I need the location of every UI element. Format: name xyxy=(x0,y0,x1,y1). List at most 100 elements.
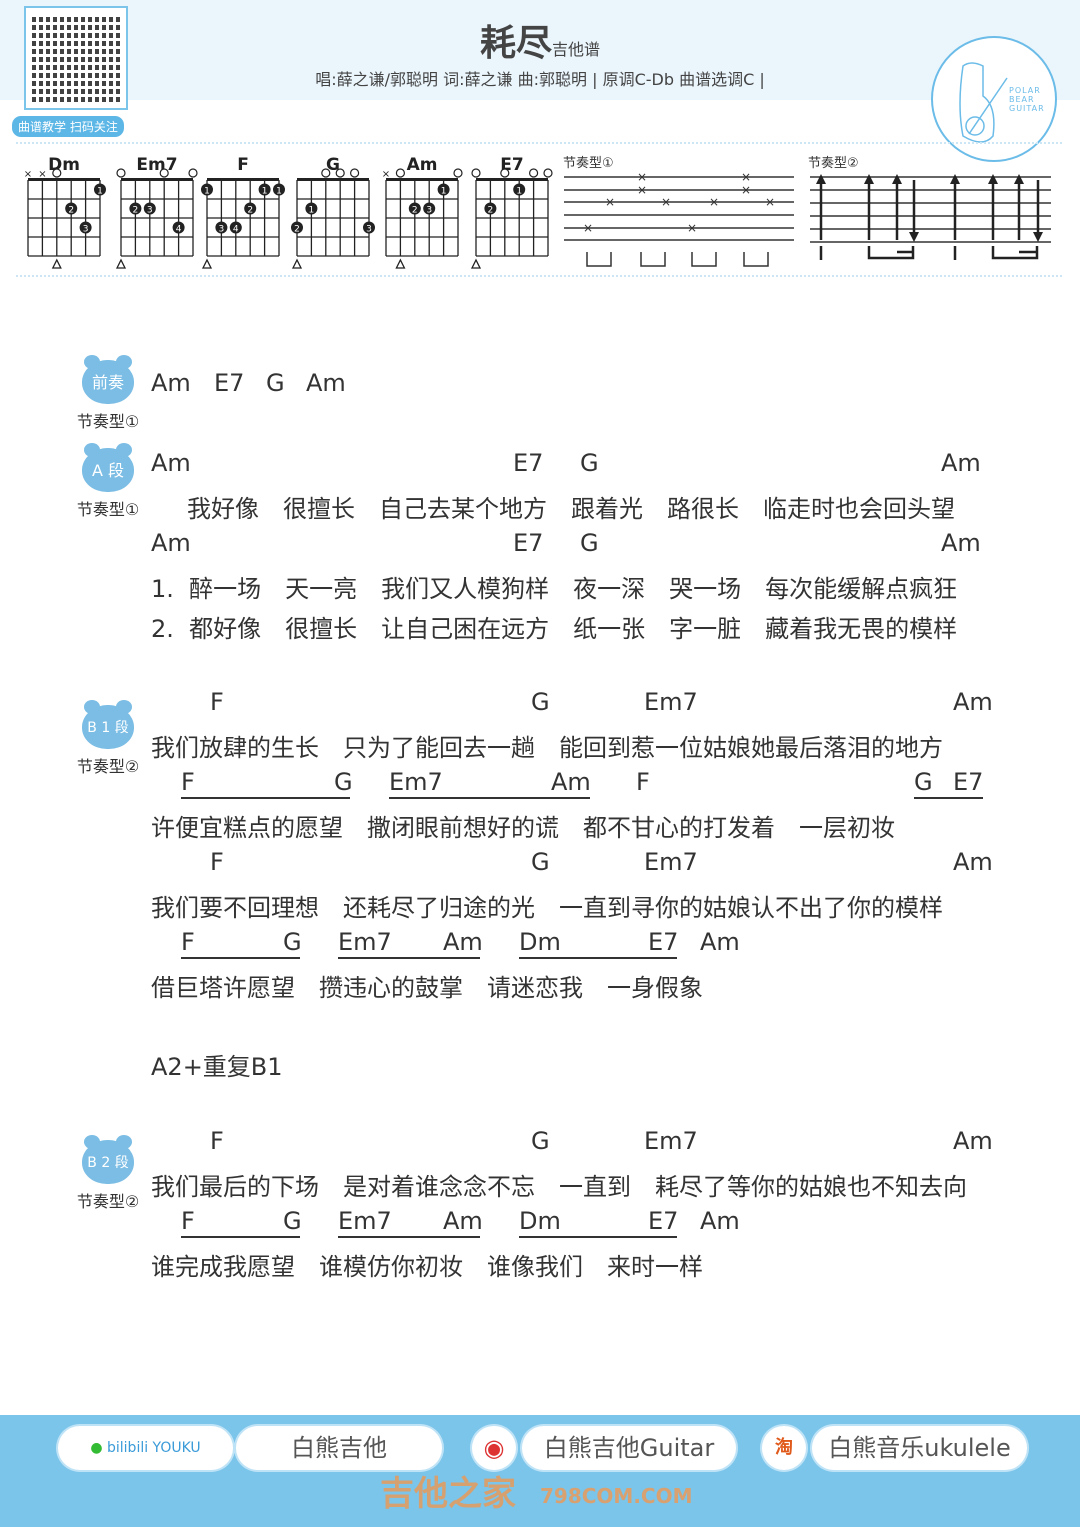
lyric-line: 1. 醉一场 天一亮 我们又人模狗样 夜一深 哭一场 每次能缓解点疯狂 xyxy=(151,575,958,603)
chord-label: Am xyxy=(151,449,191,477)
chord-label: G xyxy=(914,768,933,796)
svg-text:×: × xyxy=(38,169,46,180)
chord-label: G xyxy=(283,928,302,956)
lyric-line: 谁完成我愿望 谁模仿你初妆 谁像我们 来时一样 xyxy=(151,1253,703,1281)
chord-diagram-Dm: Dm××123 xyxy=(24,155,106,269)
lyric-line: 2. 都好像 很擅长 让自己困在远方 纸一张 字一脏 藏着我无畏的模样 xyxy=(151,615,958,643)
chord-name: Em7 xyxy=(136,155,177,175)
svg-text:1: 1 xyxy=(204,187,210,197)
chord-label: Am xyxy=(941,529,981,557)
chord-label: Em7 xyxy=(644,848,698,876)
svg-text:×: × xyxy=(687,221,697,235)
chord-label: Am xyxy=(443,1207,483,1235)
chord-label: G xyxy=(266,369,285,397)
chord-underline xyxy=(519,957,677,959)
chord-label: Am xyxy=(151,369,191,397)
chord-label: Am xyxy=(551,768,591,796)
chord-label: Dm xyxy=(519,928,561,956)
svg-text:×: × xyxy=(583,221,593,235)
chord-underline xyxy=(338,1236,480,1238)
svg-text:×: × xyxy=(637,170,647,184)
section-b2: B 2 段节奏型② xyxy=(68,1135,148,1212)
chord-underline xyxy=(914,797,983,799)
chord-underline xyxy=(338,957,480,959)
chord-name: F xyxy=(237,155,249,175)
chord-label: E7 xyxy=(648,928,679,956)
rhythm-pattern-1: ×××××××××× xyxy=(564,170,794,267)
chord-underline xyxy=(181,957,300,959)
header-band xyxy=(0,0,1080,100)
chord-label: F xyxy=(181,1207,195,1235)
svg-text:1: 1 xyxy=(262,187,268,197)
chord-label: E7 xyxy=(513,449,544,477)
chord-name: Am xyxy=(407,155,438,175)
chord-label: Am xyxy=(941,449,981,477)
song-title: 耗尽 xyxy=(479,23,552,64)
chord-label: Em7 xyxy=(338,1207,392,1235)
svg-text:2: 2 xyxy=(247,206,253,216)
social-brands[interactable]: ● bilibili YOUKU xyxy=(58,1426,233,1470)
chord-label: E7 xyxy=(513,529,544,557)
divider xyxy=(16,275,1062,277)
chord-label: F xyxy=(181,768,195,796)
svg-text:2: 2 xyxy=(488,206,494,216)
footer-bilibili-name[interactable]: 白熊吉他 xyxy=(236,1426,442,1470)
rhythm-pattern-2 xyxy=(810,174,1051,260)
lyric-line: 借巨塔许愿望 攒违心的鼓掌 请迷恋我 一身假象 xyxy=(151,974,703,1002)
svg-text:3: 3 xyxy=(366,225,372,235)
svg-text:2: 2 xyxy=(68,206,74,216)
svg-text:1: 1 xyxy=(97,187,103,197)
chord-label: E7 xyxy=(953,768,984,796)
chord-label: F xyxy=(636,768,650,796)
chord-label: Dm xyxy=(519,1207,561,1235)
svg-text:×: × xyxy=(741,183,751,197)
page-title: 耗尽吉他谱 xyxy=(340,14,740,66)
chord-label: F xyxy=(210,688,224,716)
lyric-line: A2+重复B1 xyxy=(151,1053,283,1081)
chord-label: Am xyxy=(953,1127,993,1155)
svg-text:×: × xyxy=(709,195,719,209)
svg-text:×: × xyxy=(24,169,32,180)
chord-label: Am xyxy=(953,688,993,716)
section-a: A 段节奏型① xyxy=(68,443,148,520)
footer-taobao-name[interactable]: 白熊音乐ukulele xyxy=(812,1426,1027,1470)
chord-label: Em7 xyxy=(644,1127,698,1155)
weibo-icon[interactable]: ◉ xyxy=(472,1426,516,1470)
svg-text:×: × xyxy=(382,169,390,180)
polar-bear-logo: POLAR BEAR GUITAR xyxy=(931,36,1057,162)
taobao-icon[interactable]: 淘 xyxy=(762,1426,806,1470)
qr-code[interactable] xyxy=(24,6,128,110)
chord-label: G xyxy=(531,848,550,876)
section-b1: B 1 段节奏型② xyxy=(68,700,148,777)
divider xyxy=(16,142,1062,144)
svg-text:×: × xyxy=(637,183,647,197)
chord-label: G xyxy=(531,688,550,716)
svg-text:×: × xyxy=(661,195,671,209)
lyric-line: 我们要不回理想 还耗尽了归途的光 一直到寻你的姑娘认不出了你的模样 xyxy=(151,894,943,922)
chord-label: Em7 xyxy=(644,688,698,716)
chord-label: E7 xyxy=(214,369,245,397)
chord-label: Am xyxy=(151,529,191,557)
lyric-line: 我们最后的下场 是对着谁念念不忘 一直到 耗尽了等你的姑娘也不知去向 xyxy=(151,1173,967,1201)
title-suffix: 吉他谱 xyxy=(552,40,601,59)
chord-label: Am xyxy=(306,369,346,397)
chord-label: E7 xyxy=(648,1207,679,1235)
wechat-icon: ● xyxy=(90,1440,103,1456)
chord-label: G xyxy=(580,449,599,477)
lyric-line: 我好像 很擅长 自己去某个地方 跟着光 路很长 临走时也会回头望 xyxy=(187,495,955,523)
svg-text:3: 3 xyxy=(83,225,89,235)
svg-text:1: 1 xyxy=(276,187,282,197)
brands-label: bilibili YOUKU xyxy=(107,1440,201,1456)
chord-label: Em7 xyxy=(389,768,443,796)
svg-text:1: 1 xyxy=(516,187,522,197)
chord-label: F xyxy=(181,928,195,956)
chord-label: Em7 xyxy=(338,928,392,956)
chord-underline xyxy=(181,1236,300,1238)
footer-weibo-name[interactable]: 白熊吉他Guitar xyxy=(522,1426,736,1470)
svg-text:3: 3 xyxy=(219,225,225,235)
section-intro: 前奏节奏型① xyxy=(68,355,148,432)
chord-label: F xyxy=(210,1127,224,1155)
